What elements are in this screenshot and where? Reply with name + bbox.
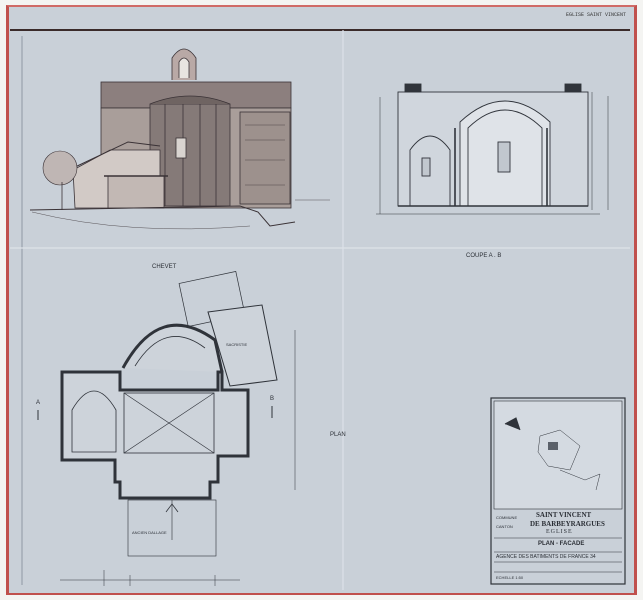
ancien-dallage-label: ANCIEN DALLAGE	[132, 530, 167, 535]
cartouche-title-1: SAINT VINCENT	[536, 511, 592, 519]
cartouche-echelle: ECHELLE 1:50	[496, 575, 524, 580]
chevet-elevation	[29, 48, 330, 230]
chevet-label: CHEVET	[152, 264, 177, 270]
floor-plan	[37, 271, 296, 586]
coupe-section	[376, 83, 609, 215]
cartouche-canton: CANTON	[496, 524, 513, 529]
plan-label: PLAN	[330, 432, 346, 438]
cartouche-title-3: EGLISE	[546, 529, 573, 535]
section-marker-a: A	[36, 400, 41, 406]
section-marker-b: B	[270, 396, 275, 402]
cartouche-title-2: DE BARBEYRARGUES	[530, 520, 605, 528]
sacristie-label: SACRISTIE	[226, 342, 248, 347]
cartouche-subtitle: PLAN - FACADE	[538, 541, 585, 547]
coupe-label: COUPE A . B	[466, 253, 502, 259]
archive-stamp: EGLISE SAINT VINCENT	[566, 12, 627, 18]
cartouche-frame	[490, 397, 626, 585]
cartouche-commune: COMMUNE	[496, 515, 518, 520]
cartouche-agency: AGENCE DES BATIMENTS DE FRANCE 34	[496, 554, 596, 560]
